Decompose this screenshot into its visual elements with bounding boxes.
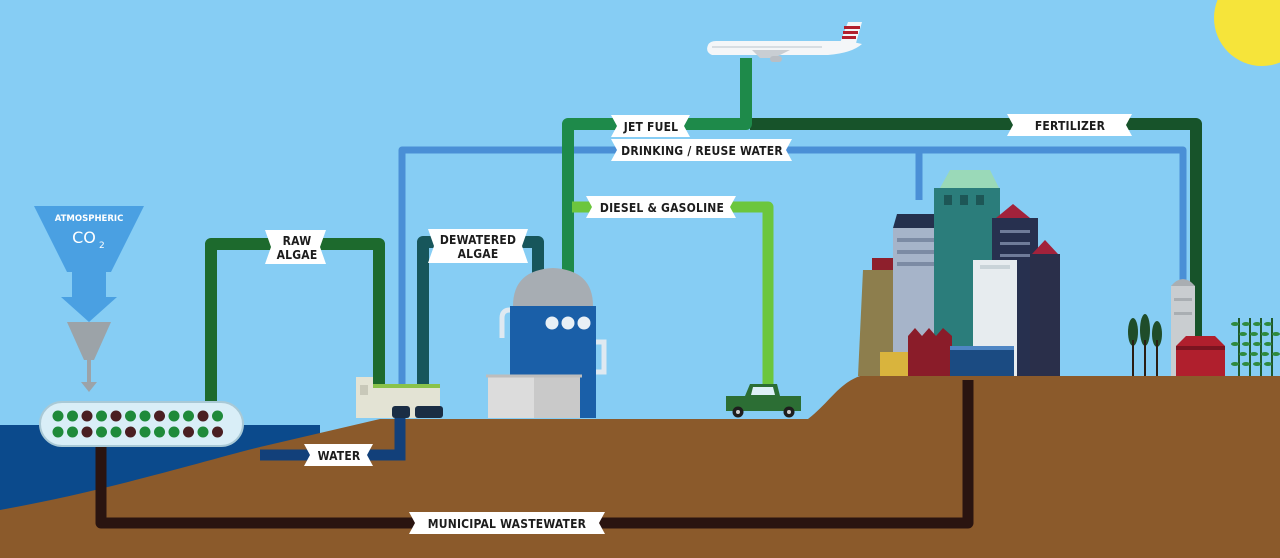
sun (1214, 0, 1280, 66)
crop-stem (1238, 318, 1240, 376)
algae-dot (125, 426, 136, 438)
crop-leaf (1253, 362, 1261, 366)
fertilizer-tag (1007, 114, 1132, 136)
algae-dot (110, 426, 122, 438)
crop-leaf (1231, 362, 1239, 366)
fertilizer-pipe (750, 118, 1202, 345)
crop-stem (1271, 318, 1273, 376)
ground (0, 376, 1280, 558)
jet-fuel-pipe (562, 58, 752, 280)
city-skyline (858, 170, 1060, 376)
crop-leaf (1250, 332, 1258, 336)
algae-dot (96, 426, 107, 438)
algae-dot (125, 410, 136, 422)
municipal-wastewater-label: MUNICIPAL WASTEWATER (428, 517, 587, 531)
raw-algae-label-line1: RAW (283, 234, 312, 248)
algae-dot (197, 410, 209, 422)
crop-leaf (1239, 352, 1247, 356)
jet-fuel-label: JET FUEL (623, 120, 679, 134)
algae-dot (168, 426, 180, 438)
crop-leaf (1242, 342, 1250, 346)
algae-dot (183, 426, 194, 438)
algae-dot (81, 426, 93, 438)
crop-leaf (1253, 342, 1261, 346)
dewatered-algae-label-line1: DEWATERED (440, 233, 516, 247)
algae-dot (154, 426, 165, 438)
algae-dot (67, 426, 78, 438)
dewatered-algae-label-line2: ALGAE (458, 247, 499, 261)
diesel-gasoline-label: DIESEL & GASOLINE (600, 201, 724, 215)
crop-leaf (1261, 352, 1269, 356)
crop-leaf (1261, 332, 1269, 336)
algae-dot (212, 410, 223, 422)
pickup-truck (726, 384, 801, 418)
crop-stem (1260, 318, 1262, 376)
refinery (486, 268, 607, 418)
crop-leaf (1239, 332, 1247, 336)
refinery-window (561, 316, 575, 330)
crop-stem (1249, 318, 1251, 376)
crop-leaf (1264, 342, 1272, 346)
algae-dot (168, 410, 180, 422)
crop-leaf (1231, 342, 1239, 346)
drinking-water-label: DRINKING / REUSE WATER (621, 144, 783, 158)
crop-leaf (1242, 362, 1250, 366)
raw-algae-tag (265, 230, 326, 264)
algae-dot (96, 410, 107, 422)
crop-leaf (1231, 322, 1239, 326)
drinking-water-tag (611, 139, 792, 161)
jet-fuel-tag (611, 115, 690, 137)
diesel-gasoline-pipe (572, 201, 774, 388)
algae-dot (110, 410, 122, 422)
crop-leaf (1253, 322, 1261, 326)
algae-dot (67, 410, 78, 422)
algae-photobioreactor (39, 401, 244, 447)
municipal-wastewater-tag (409, 512, 605, 534)
algae-dot (81, 410, 93, 422)
water-pipe (260, 410, 406, 461)
crop-leaf (1250, 352, 1258, 356)
crop-leaf (1264, 322, 1272, 326)
algae-dot (52, 426, 64, 438)
algae-dot (52, 410, 64, 422)
water-label: WATER (318, 449, 361, 463)
algae-dot (183, 410, 194, 422)
raw-algae-pipe (205, 238, 385, 405)
algae-dot (139, 410, 151, 422)
algae-dot (197, 426, 209, 438)
algae-dot (154, 410, 165, 422)
dewatered-algae-tag (428, 229, 528, 263)
crop-leaf (1272, 352, 1280, 356)
raw-algae-label-line2: ALGAE (277, 248, 318, 262)
algae-dot (139, 426, 151, 438)
crop-leaf (1272, 332, 1280, 336)
hopper (67, 322, 111, 392)
water-tag (304, 444, 373, 466)
refinery-window (577, 316, 591, 330)
co2-label: CO (72, 228, 96, 247)
drinking-water-pipe (398, 146, 1187, 390)
fertilizer-label: FERTILIZER (1035, 119, 1106, 133)
co2-subscript: 2 (99, 241, 105, 251)
atmospheric-label: ATMOSPHERIC (55, 214, 124, 224)
farm (1128, 279, 1280, 376)
crop-leaf (1264, 362, 1272, 366)
algae-dot (212, 426, 223, 438)
dewatering-facility (356, 377, 443, 418)
diesel-gasoline-tag (586, 196, 736, 218)
atmospheric-co2-arrow: ATMOSPHERIC CO 2 (34, 206, 144, 322)
refinery-window (545, 316, 559, 330)
airplane (707, 22, 862, 62)
crop-leaf (1242, 322, 1250, 326)
